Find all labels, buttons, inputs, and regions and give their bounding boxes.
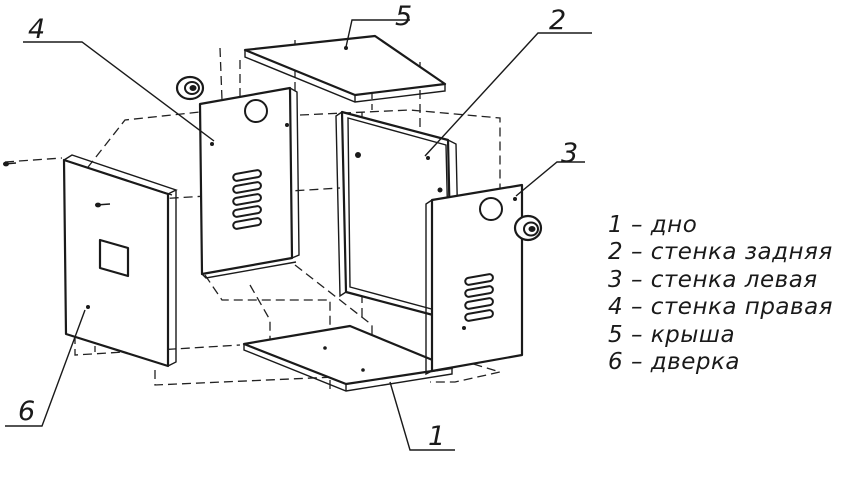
label-part-5: 5 [395,1,412,32]
part-roof [243,34,447,103]
legend-item-right-wall: 4 – стенка правая [608,294,834,321]
parts-legend: 1 – дно 2 – стенка задняя 3 – стенка лев… [608,212,833,376]
screw-left [3,161,17,167]
label-part-3: 3 [561,138,578,169]
label-part-6: 6 [18,396,35,427]
legend-item-door: 6 – дверка [608,349,740,376]
label-part-4: 4 [28,14,45,45]
legend-item-roof: 5 – крыша [608,321,736,348]
label-part-1: 1 [428,421,445,452]
part-bottom [242,324,454,392]
part-number-labels: 4 5 2 3 6 1 [18,1,578,452]
legend-item-bottom: 1 – дно [608,212,698,238]
part-door [62,154,178,368]
leader-lines [5,19,592,451]
grommet-right [513,214,543,242]
legend-item-back-wall: 2 – стенка задняя [608,239,833,266]
screw-door [95,202,111,208]
legend-item-left-wall: 3 – стенка левая [608,266,818,293]
grommet-top-left [175,75,205,101]
label-part-2: 2 [549,5,566,36]
part-left-wall [425,183,524,376]
part-right-wall [198,86,300,279]
